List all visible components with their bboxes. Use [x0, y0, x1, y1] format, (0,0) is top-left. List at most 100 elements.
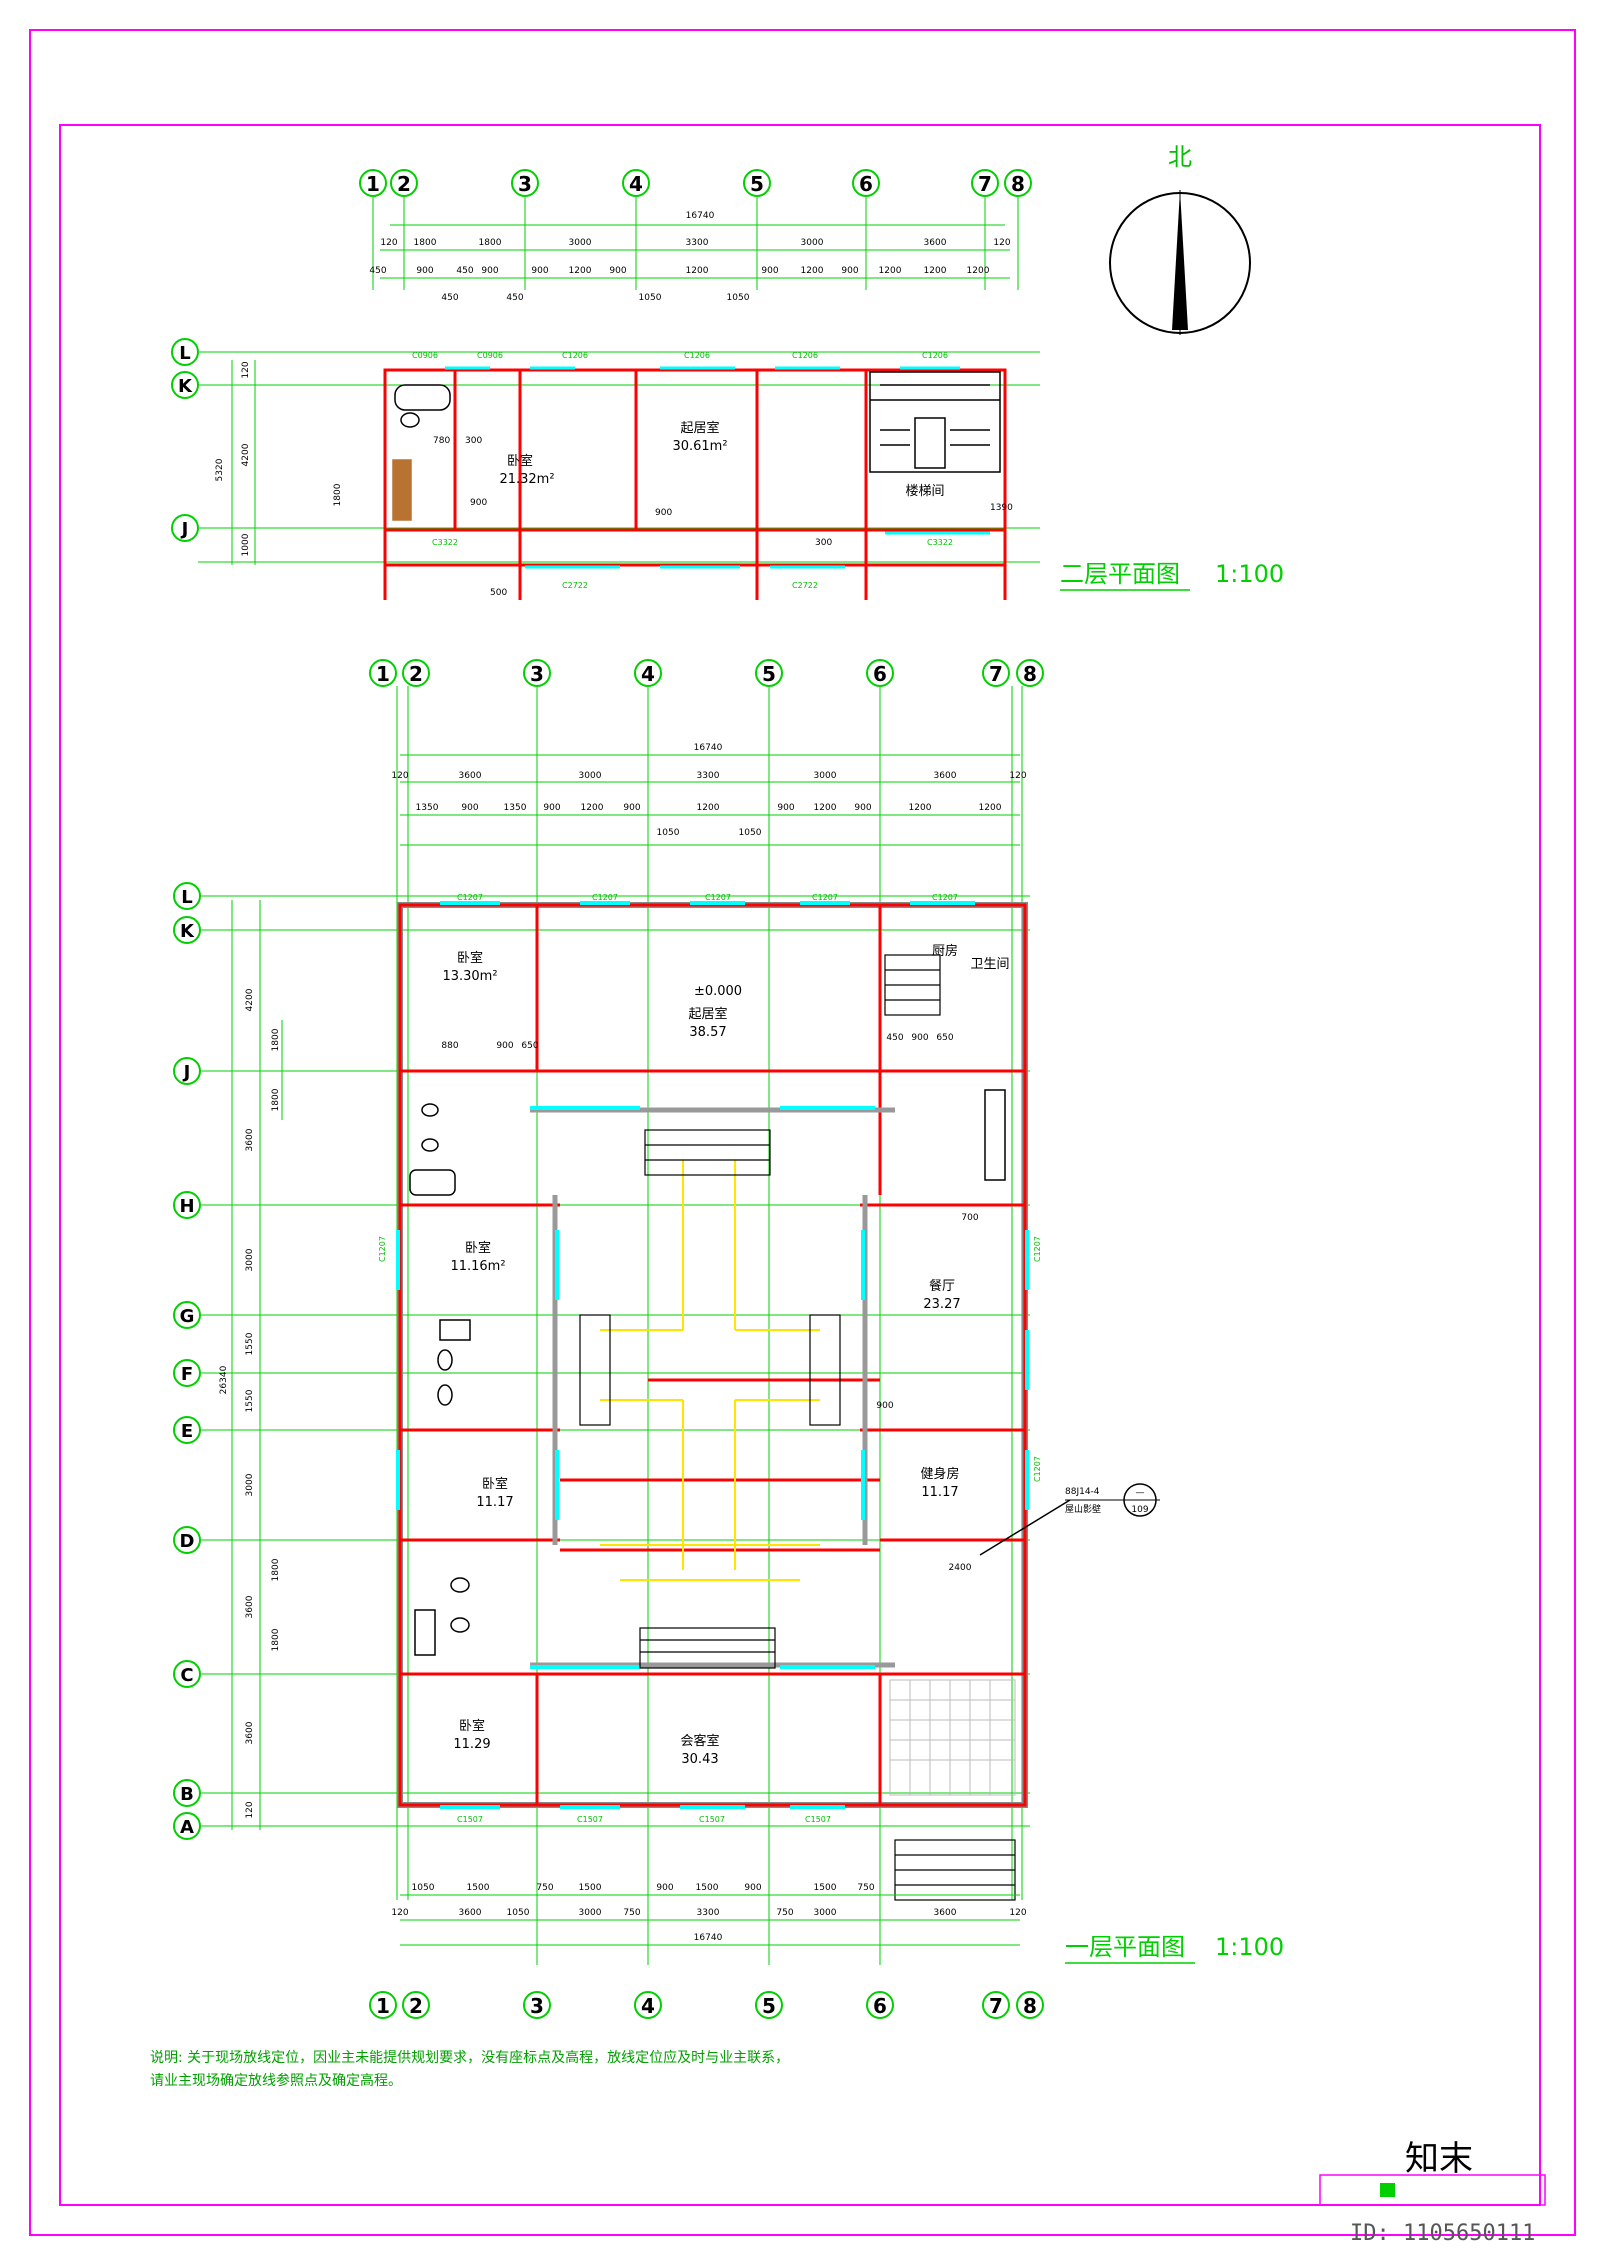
svg-text:1200: 1200	[581, 803, 604, 813]
svg-text:1200: 1200	[686, 266, 709, 276]
svg-text:450: 450	[369, 266, 386, 276]
svg-text:3600: 3600	[245, 1128, 255, 1151]
svg-text:C3322: C3322	[927, 538, 953, 547]
axis-bubble-8: 8	[1016, 659, 1044, 687]
svg-text:4: 4	[629, 172, 643, 196]
svg-text:1800: 1800	[333, 483, 343, 506]
second-floor-axes-side: L K J	[171, 338, 199, 542]
svg-text:38.57: 38.57	[689, 1025, 726, 1040]
svg-text:900: 900	[496, 1041, 513, 1051]
svg-text:109: 109	[1131, 1505, 1148, 1515]
first-dims-top2: 1350 900 1350 900 1200 900 1200 900 1200…	[416, 803, 1002, 813]
first-floor-axes-top: 1 2 3 4 5 6 7 8	[369, 659, 1044, 687]
svg-text:900: 900	[461, 803, 478, 813]
svg-text:750: 750	[623, 1908, 640, 1918]
axis-bubble-6: 6	[852, 169, 880, 197]
svg-text:C1507: C1507	[805, 1815, 831, 1824]
dim-row-1: 120 1800 1800 3000 3300 3000 3600 120	[380, 238, 1010, 248]
courtyard-steps	[579, 1129, 1016, 1901]
second-floor-plan: 1 2 3 4 5 6 7 8 16740 120 1800 1800 3000…	[171, 169, 1284, 600]
svg-text:1200: 1200	[801, 266, 824, 276]
svg-text:4: 4	[641, 662, 655, 686]
second-floor-scale: 1:100	[1215, 560, 1284, 588]
svg-text:750: 750	[536, 1883, 553, 1893]
note-line-1: 说明: 关于现场放线定位，因业主未能提供规划要求，没有座标点及高程，放线定位应及…	[150, 2049, 789, 2066]
svg-text:4200: 4200	[245, 988, 255, 1011]
svg-text:3600: 3600	[934, 1908, 957, 1918]
svg-text:C1207: C1207	[932, 893, 958, 902]
svg-text:900: 900	[656, 1883, 673, 1893]
svg-text:C2722: C2722	[792, 581, 818, 590]
svg-text:900: 900	[841, 266, 858, 276]
svg-text:120: 120	[1009, 771, 1026, 781]
svg-text:E: E	[181, 1421, 193, 1442]
first-floor-stair	[884, 954, 941, 1016]
sheet-inner-frame	[59, 124, 1541, 2206]
svg-text:6: 6	[873, 662, 887, 686]
svg-text:1350: 1350	[504, 803, 527, 813]
svg-text:900: 900	[531, 266, 548, 276]
second-floor-axes-top: 1 2 3 4 5 6 7 8	[359, 169, 1032, 197]
svg-text:D: D	[180, 1531, 195, 1552]
svg-text:900: 900	[609, 266, 626, 276]
svg-text:卧室: 卧室	[457, 950, 483, 966]
first-side-dims: 4200 3600 3000 1550 1550 3000 3600 3600 …	[219, 988, 281, 1818]
svg-text:F: F	[181, 1364, 193, 1385]
svg-text:7: 7	[989, 662, 1003, 686]
svg-text:5: 5	[750, 172, 764, 196]
svg-text:1800: 1800	[271, 1028, 281, 1051]
axis-bubble-K: K	[171, 371, 199, 399]
svg-text:L: L	[181, 887, 192, 908]
second-floor-title: 二层平面图	[1060, 560, 1180, 588]
svg-text:C2722: C2722	[562, 581, 588, 590]
svg-text:1: 1	[366, 172, 380, 196]
svg-text:3: 3	[518, 172, 532, 196]
svg-text:K: K	[178, 376, 193, 397]
svg-text:3000: 3000	[245, 1248, 255, 1271]
svg-text:C1206: C1206	[792, 351, 818, 360]
svg-text:11.17: 11.17	[921, 1485, 958, 1500]
svg-text:3600: 3600	[459, 771, 482, 781]
axis-bubble-L: L	[173, 882, 201, 910]
first-floor-misc-dims: 2400 900 700 880 900 650 450 900 650	[441, 1033, 978, 1573]
svg-text:3: 3	[530, 1994, 544, 2018]
svg-text:J: J	[182, 1062, 191, 1083]
svg-text:5: 5	[762, 1994, 776, 2018]
svg-text:780: 780	[433, 436, 450, 446]
north-label: 北	[1168, 143, 1192, 171]
svg-text:屋山影壁: 屋山影壁	[1065, 1503, 1101, 1515]
svg-text:1050: 1050	[739, 828, 762, 838]
svg-text:2: 2	[409, 1994, 423, 2018]
svg-text:K: K	[180, 921, 195, 942]
svg-text:C1206: C1206	[562, 351, 588, 360]
svg-text:1390: 1390	[990, 503, 1013, 513]
axis-bubble-C: C	[173, 1660, 201, 1688]
svg-text:3: 3	[530, 662, 544, 686]
svg-text:8: 8	[1023, 1994, 1037, 2018]
svg-text:3600: 3600	[459, 1908, 482, 1918]
second-floor-misc-dims: 780 300 900 900 300 1390 500	[433, 436, 1013, 598]
svg-text:1050: 1050	[412, 1883, 435, 1893]
first-floor-axes-side: L K J H G F E D C B A	[173, 882, 201, 1840]
svg-text:J: J	[180, 519, 189, 540]
svg-text:11.29: 11.29	[453, 1737, 490, 1752]
svg-text:1550: 1550	[245, 1389, 255, 1412]
svg-text:1800: 1800	[271, 1628, 281, 1651]
axis-bubble-F: F	[173, 1359, 201, 1387]
svg-text:30.43: 30.43	[681, 1752, 718, 1767]
svg-text:C1207: C1207	[378, 1236, 387, 1262]
svg-text:1500: 1500	[467, 1883, 490, 1893]
axis-bubble-1: 1	[359, 169, 387, 197]
svg-text:2: 2	[397, 172, 411, 196]
first-dims-bottom2: 120 3600 1050 3000 750 3300 750 3000 360…	[391, 1908, 1026, 1918]
svg-text:G: G	[180, 1306, 195, 1327]
svg-text:900: 900	[744, 1883, 761, 1893]
svg-text:900: 900	[470, 498, 487, 508]
axis-bubble-2: 2	[390, 169, 418, 197]
svg-text:650: 650	[936, 1033, 953, 1043]
svg-text:1800: 1800	[414, 238, 437, 248]
svg-text:1200: 1200	[569, 266, 592, 276]
axis-bubble-5: 5	[755, 659, 783, 687]
svg-text:A: A	[180, 1817, 194, 1838]
axis-bubble-K: K	[173, 916, 201, 944]
